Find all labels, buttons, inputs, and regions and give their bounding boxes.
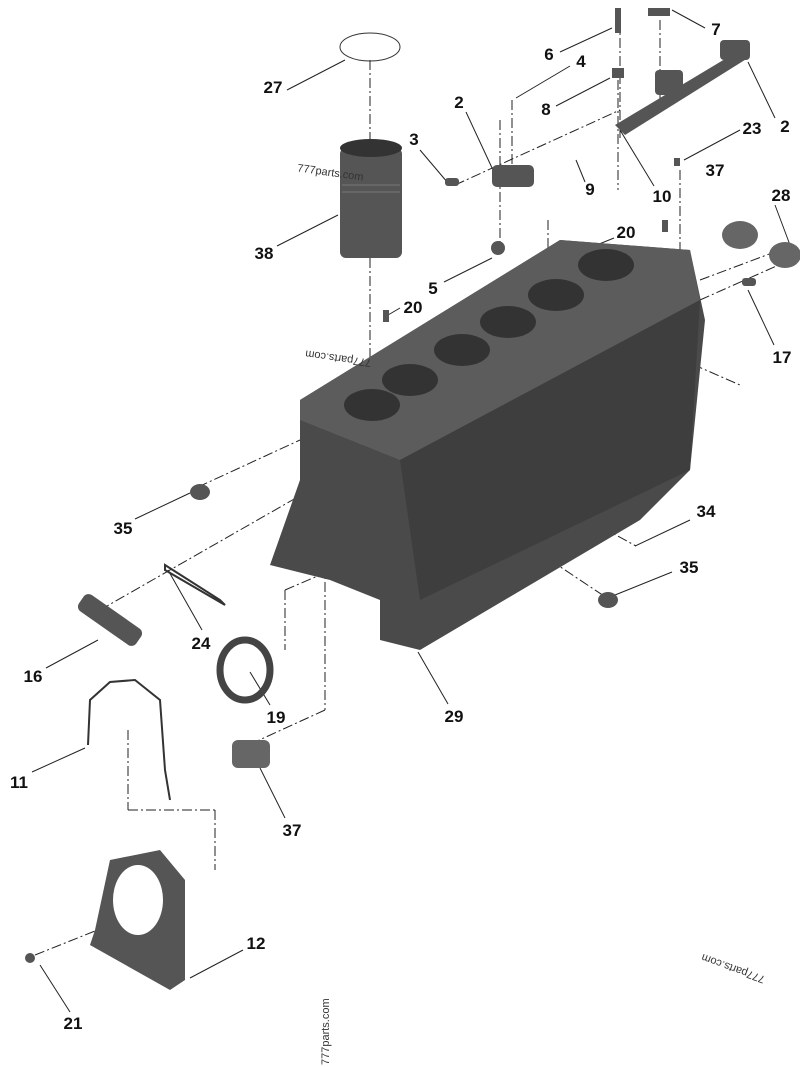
callout-5[interactable]: 5 <box>428 279 438 298</box>
cylinder-liner <box>340 139 402 258</box>
callout-20[interactable]: 20 <box>403 298 423 317</box>
callout-37[interactable]: 37 <box>705 161 725 180</box>
callout-23[interactable]: 23 <box>742 119 762 138</box>
watermark: 777parts.com <box>320 998 332 1065</box>
callout-17[interactable]: 17 <box>772 348 792 367</box>
rear-seal-housing <box>90 850 185 990</box>
callout-6[interactable]: 6 <box>544 45 554 64</box>
callout-4[interactable]: 4 <box>576 52 586 71</box>
callout-3[interactable]: 3 <box>409 130 419 149</box>
callout-28[interactable]: 28 <box>771 186 791 205</box>
callout-7[interactable]: 7 <box>711 20 721 39</box>
callout-8[interactable]: 8 <box>541 100 551 119</box>
callout-24[interactable]: 24 <box>191 634 211 653</box>
callout-11[interactable]: 11 <box>10 773 28 792</box>
callout-27[interactable]: 27 <box>263 78 283 97</box>
callout-2[interactable]: 2 <box>780 117 790 136</box>
callout-19[interactable]: 19 <box>266 708 286 727</box>
engine-block <box>270 240 705 650</box>
callout-10[interactable]: 10 <box>652 187 672 206</box>
callout-38[interactable]: 38 <box>254 244 274 263</box>
callout-35[interactable]: 35 <box>679 558 699 577</box>
callout-34[interactable]: 34 <box>696 502 716 521</box>
callout-29[interactable]: 29 <box>444 707 464 726</box>
callout-9[interactable]: 9 <box>585 180 595 199</box>
callout-16[interactable]: 16 <box>23 667 43 686</box>
callout-35[interactable]: 35 <box>113 519 133 538</box>
callout-21[interactable]: 21 <box>63 1014 83 1033</box>
callout-2[interactable]: 2 <box>454 93 464 112</box>
callout-37[interactable]: 37 <box>282 821 302 840</box>
callout-12[interactable]: 12 <box>246 934 266 953</box>
callout-20[interactable]: 20 <box>616 223 636 242</box>
